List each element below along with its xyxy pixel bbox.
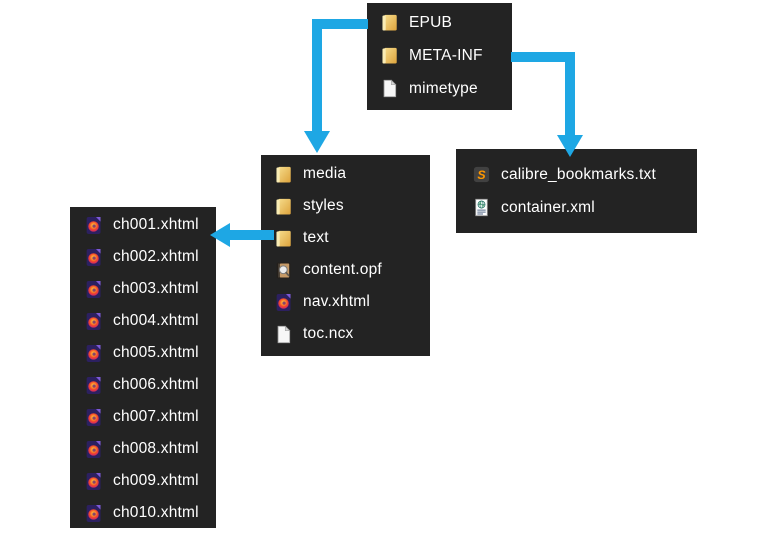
file-item[interactable]: media <box>261 158 430 190</box>
panel-meta-inf-contents: calibre_bookmarks.txt container.xml <box>456 149 697 233</box>
file-label: ch006.xhtml <box>113 376 199 393</box>
file-label: ch003.xhtml <box>113 280 199 297</box>
panel-text-folder-contents: ch001.xhtml ch002.xhtml ch003.xhtml ch004.x… <box>70 207 216 528</box>
file-label: ch002.xhtml <box>113 248 199 265</box>
arrow-head-left-icon <box>210 223 230 247</box>
file-label: ch001.xhtml <box>113 216 199 233</box>
firefox-doc-icon <box>84 504 103 523</box>
file-item[interactable]: ch009.xhtml <box>70 465 216 497</box>
file-label: media <box>303 165 347 182</box>
file-item[interactable]: EPUB <box>367 6 512 39</box>
file-label: styles <box>303 197 344 214</box>
file-item[interactable]: ch001.xhtml <box>70 209 216 241</box>
file-item[interactable]: toc.ncx <box>261 318 430 350</box>
folder-icon <box>274 197 293 216</box>
file-item[interactable]: styles <box>261 190 430 222</box>
file-item[interactable]: content.opf <box>261 254 430 286</box>
file-item[interactable]: text <box>261 222 430 254</box>
folder-icon <box>380 13 399 32</box>
firefox-doc-icon <box>84 344 103 363</box>
file-icon <box>380 79 399 98</box>
file-label: nav.xhtml <box>303 293 370 310</box>
firefox-doc-icon <box>84 216 103 235</box>
firefox-doc-icon <box>274 293 293 312</box>
folder-icon <box>380 46 399 65</box>
firefox-doc-icon <box>84 312 103 331</box>
file-icon <box>274 325 293 344</box>
file-label: META-INF <box>409 46 483 64</box>
file-label: ch005.xhtml <box>113 344 199 361</box>
firefox-doc-icon <box>84 376 103 395</box>
folder-icon <box>274 229 293 248</box>
firefox-doc-icon <box>84 408 103 427</box>
panel-epub-folder-contents: media styles text content.opf nav.xhtml toc.n… <box>261 155 430 356</box>
file-item[interactable]: ch004.xhtml <box>70 305 216 337</box>
firefox-doc-icon <box>84 248 103 267</box>
file-label: ch010.xhtml <box>113 504 199 521</box>
sublime-text-icon <box>472 165 491 184</box>
arrow-head-down-icon <box>557 135 583 157</box>
file-item[interactable]: nav.xhtml <box>261 286 430 318</box>
file-item[interactable]: ch006.xhtml <box>70 369 216 401</box>
file-item[interactable]: ch008.xhtml <box>70 433 216 465</box>
file-item[interactable]: META-INF <box>367 39 512 72</box>
file-label: toc.ncx <box>303 325 354 342</box>
file-label: ch004.xhtml <box>113 312 199 329</box>
file-label: ch007.xhtml <box>113 408 199 425</box>
file-label: content.opf <box>303 261 382 278</box>
firefox-doc-icon <box>84 280 103 299</box>
file-label: text <box>303 229 329 246</box>
xml-doc-icon <box>472 198 491 217</box>
file-label: calibre_bookmarks.txt <box>501 165 656 183</box>
file-label: mimetype <box>409 79 478 97</box>
file-item[interactable]: container.xml <box>456 191 697 224</box>
file-item[interactable]: ch007.xhtml <box>70 401 216 433</box>
file-item[interactable]: mimetype <box>367 72 512 105</box>
file-label: EPUB <box>409 13 453 31</box>
firefox-doc-icon <box>84 440 103 459</box>
panel-archive-root: EPUB META-INF mimetype <box>367 3 512 110</box>
firefox-doc-icon <box>84 472 103 491</box>
arrow-head-down-icon <box>304 131 330 153</box>
file-label: ch009.xhtml <box>113 472 199 489</box>
file-item[interactable]: ch010.xhtml <box>70 497 216 529</box>
ebook-icon <box>274 261 293 280</box>
file-label: ch008.xhtml <box>113 440 199 457</box>
folder-icon <box>274 165 293 184</box>
file-label: container.xml <box>501 198 595 216</box>
file-item[interactable]: ch002.xhtml <box>70 241 216 273</box>
file-item[interactable]: ch005.xhtml <box>70 337 216 369</box>
file-item[interactable]: calibre_bookmarks.txt <box>456 158 697 191</box>
file-item[interactable]: ch003.xhtml <box>70 273 216 305</box>
